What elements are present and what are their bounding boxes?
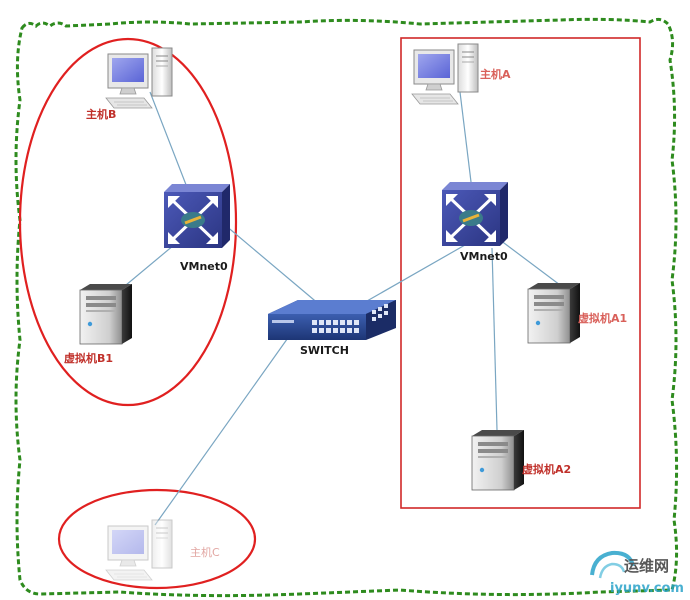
vm-b1-server-icon (79, 283, 133, 345)
vmnet-left-label: VMnet0 (180, 260, 228, 273)
watermark: 运维网 iyunv.com (590, 550, 684, 596)
link-vmnet-vmb1 (119, 239, 181, 291)
vm-a1-label: 虚拟机A1 (578, 311, 627, 325)
page-border (14, 17, 679, 598)
switch-label: SWITCH (300, 344, 349, 357)
vm-a2-server-icon (471, 429, 525, 491)
vm-b1-label: 虚拟机B1 (64, 351, 113, 365)
host-a-label: 主机A (480, 67, 511, 81)
link-hosta-vmnet (459, 91, 473, 191)
switch-icon (268, 300, 396, 340)
host-c-label: 主机C (190, 545, 220, 559)
vm-a2-label: 虚拟机A2 (522, 462, 571, 476)
links (119, 91, 561, 526)
host-b-computer-icon (105, 47, 173, 109)
group-ellipse-c (57, 488, 257, 590)
vmnet-left-bridge-icon (162, 182, 232, 250)
link-switch-hostc (154, 334, 291, 526)
link-vmnet-switch (224, 224, 321, 306)
link-vmnet-vma2 (491, 247, 498, 431)
vmnet-right-label: VMnet0 (460, 250, 508, 263)
group-rect-a (400, 37, 641, 509)
host-c-computer-icon (105, 519, 173, 581)
link-switch-vmnet-right (359, 244, 466, 306)
watermark-logo-icon (590, 550, 635, 576)
vmnet-right-bridge-icon (440, 180, 510, 248)
watermark-cn: 运维网 (624, 557, 669, 575)
group-ellipse-b (18, 37, 238, 407)
host-b-label: 主机B (86, 107, 116, 121)
host-a-computer-icon (411, 43, 479, 105)
link-vmnet-vma1 (499, 239, 561, 286)
watermark-en: iyunv.com (610, 581, 684, 596)
link-hostb-vmnet (149, 91, 191, 196)
vm-a1-server-icon (527, 282, 581, 344)
